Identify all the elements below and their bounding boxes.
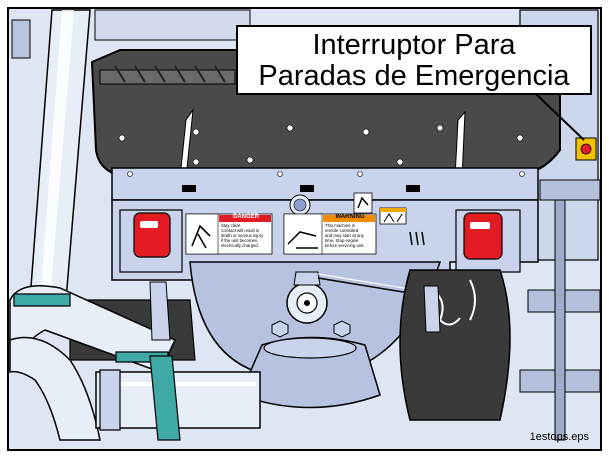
callout-line-2: Paradas de Emergencia [258,60,570,92]
pipe-clamps [13,293,181,441]
emergency-stop-callout: Interruptor Para Paradas de Emergencia [236,25,592,95]
danger-line: if the unit becomes [221,238,258,243]
hazard-decal-small [353,192,425,246]
right-tail-light [455,209,521,273]
support-post [149,281,441,341]
hex-bolts [271,320,351,338]
discharge-pipe [9,285,261,441]
warning-decal-text: This machine is remote controlled and ma… [325,223,375,248]
warning-line: time. Stop engine [325,238,359,243]
warning-decal-header: WARNING [335,214,365,220]
danger-decal [185,213,273,255]
frame-rail [11,9,251,59]
emergency-stop-switch [575,137,597,161]
warning-line: and may start at any [325,233,364,238]
danger-decal-header: DANGER [232,214,259,220]
danger-decal-text: Stay clear. Contact will result in death… [221,223,273,248]
warning-line: before servicing unit. [325,243,365,248]
file-name-label: 1estops.eps [529,431,589,443]
warning-decal [283,213,377,255]
warning-line: remote controlled [325,228,359,233]
warning-line: This machine is [325,223,355,228]
danger-line: Contact will result in [221,228,260,233]
danger-line: Stay clear. [221,223,242,228]
danger-line: electrically charged. [221,243,259,248]
danger-line: death or serious injury [221,233,264,238]
outlet-elbow [238,336,381,409]
right-tire [399,269,511,421]
callout-leader-line [535,93,585,141]
emblem-icon [289,194,311,216]
center-valve [286,271,441,324]
callout-line-1: Interruptor Para [312,29,516,61]
left-tail-light [119,209,183,273]
